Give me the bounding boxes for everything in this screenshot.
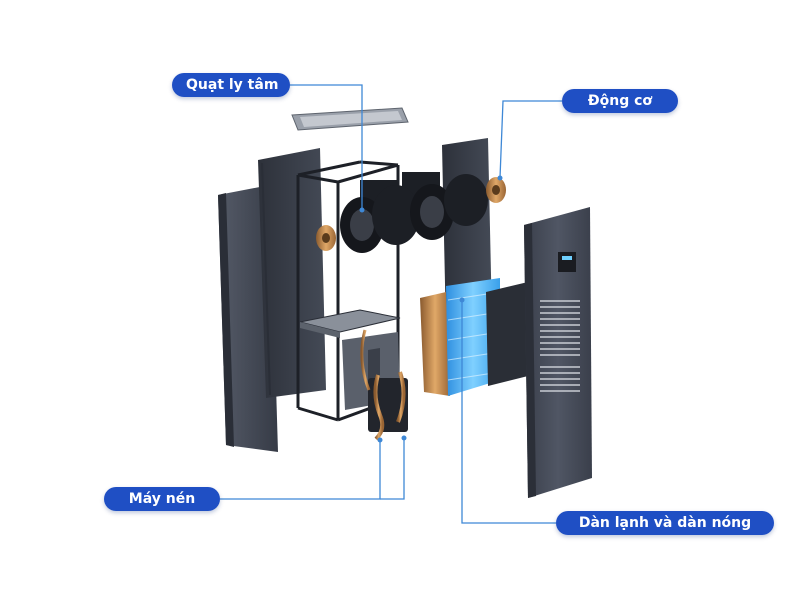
compressor-housing [342, 329, 408, 441]
leader-dots [359, 175, 503, 443]
leader-motor [499, 100, 562, 179]
leader-lines [220, 84, 562, 524]
motor-left [316, 225, 336, 251]
leader-compressor [220, 440, 381, 500]
back-left-panel [258, 148, 326, 398]
leader-fan [290, 84, 363, 210]
coil-assembly [420, 278, 528, 396]
middle-shelf [299, 309, 401, 338]
leader-compressor-2 [380, 438, 405, 500]
front-panel [524, 207, 592, 498]
callout-motor: Động cơ [562, 89, 678, 113]
callout-coils: Dàn lạnh và dàn nóng [556, 511, 774, 535]
leader-coils [461, 300, 556, 524]
callout-fan: Quạt ly tâm [172, 73, 290, 97]
motor-right [486, 177, 506, 203]
top-filter-plate [291, 107, 409, 131]
callout-compressor: Máy nén [104, 487, 220, 511]
centrifugal-fans [340, 172, 488, 253]
